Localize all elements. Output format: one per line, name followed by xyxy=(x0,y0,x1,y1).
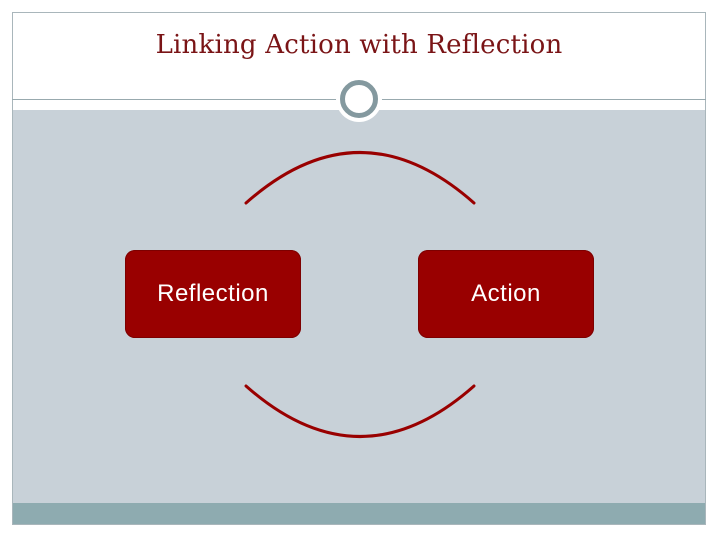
bottom-arc xyxy=(244,384,476,438)
top-arc xyxy=(244,151,476,205)
reflection-node: Reflection xyxy=(125,250,301,338)
slide-title: Linking Action with Reflection xyxy=(155,30,563,60)
medallion-ornament xyxy=(336,76,382,122)
ring-icon xyxy=(340,80,378,118)
action-node: Action xyxy=(418,250,594,338)
footer-band xyxy=(13,503,705,524)
reflection-node-label: Reflection xyxy=(157,280,269,307)
action-node-label: Action xyxy=(471,280,541,307)
